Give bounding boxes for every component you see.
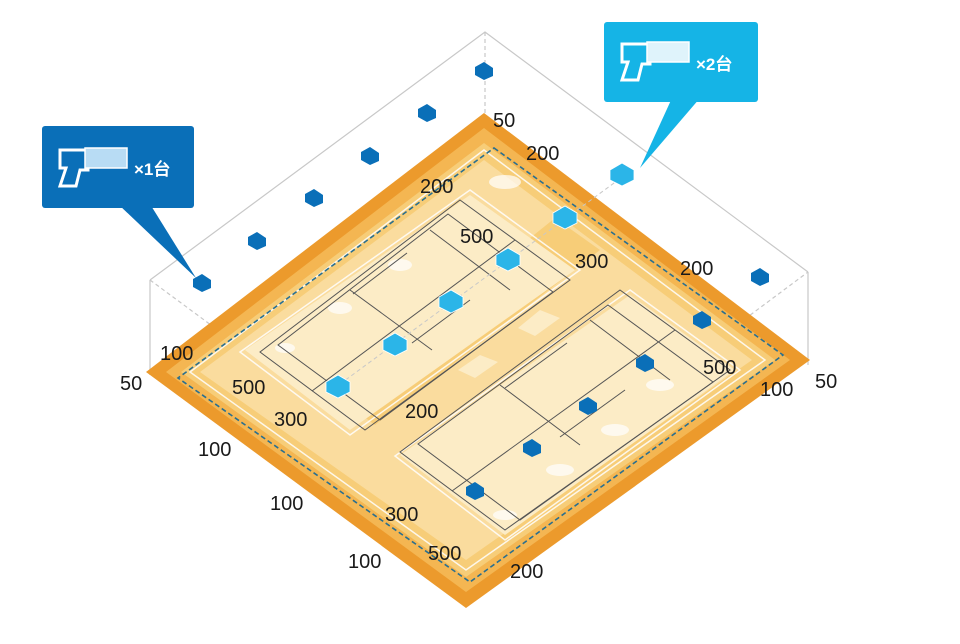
floodlight-icon [57, 147, 128, 188]
pole-marker [475, 62, 493, 80]
contour-500-left [245, 195, 575, 430]
contour-label: 500 [460, 226, 493, 248]
pole-marker [495, 247, 521, 272]
light-poles-single [193, 62, 769, 500]
contour-label: 50 [815, 371, 837, 393]
callout-single: ×1台 [42, 126, 196, 278]
pole-marker [636, 354, 654, 372]
contour-label: 100 [270, 493, 303, 515]
contour-label: 300 [385, 504, 418, 526]
contour-label: 100 [760, 379, 793, 401]
contour-label: 500 [703, 357, 736, 379]
contour-label: 500 [428, 543, 461, 565]
contour-label: 100 [348, 551, 381, 573]
pole-marker [305, 189, 323, 207]
court-right [399, 289, 731, 531]
contour-500-right [400, 295, 735, 535]
pole-marker [523, 439, 541, 457]
callout-double: ×2台 [604, 22, 758, 168]
floodlight-icon [619, 41, 690, 82]
pole-marker [361, 147, 379, 165]
pole-marker [466, 482, 484, 500]
pole-marker [382, 332, 408, 357]
contour-label: 200 [526, 143, 559, 165]
pole-marker [325, 374, 351, 399]
contour-label: 500 [232, 377, 265, 399]
pole-marker [751, 268, 769, 286]
measurement-boundary [176, 147, 785, 583]
contour-label: 100 [198, 439, 231, 461]
callout-single-label: ×1台 [134, 159, 170, 179]
pole-marker [579, 397, 597, 415]
contour-label: 200 [420, 176, 453, 198]
contour-label: 300 [274, 409, 307, 431]
pole-marker [193, 274, 211, 292]
contour-label: 200 [405, 401, 438, 423]
pole-marker [693, 311, 711, 329]
callout-double-label: ×2台 [696, 54, 732, 74]
contour-label: 300 [575, 251, 608, 273]
contour-label: 100 [160, 343, 193, 365]
pole-marker [609, 162, 635, 187]
contour-labels: 50 200 200 500 300 200 50 100 500 300 20… [120, 110, 837, 583]
pole-marker [248, 232, 266, 250]
illuminance-contour-map [146, 113, 810, 608]
contour-label: 50 [493, 110, 515, 132]
contour-label: 200 [510, 561, 543, 583]
pole-marker [438, 289, 464, 314]
contour-label: 50 [120, 373, 142, 395]
pole-marker [418, 104, 436, 122]
pole-marker [552, 205, 578, 230]
light-poles-double [325, 162, 635, 399]
contour-label: 200 [680, 258, 713, 280]
